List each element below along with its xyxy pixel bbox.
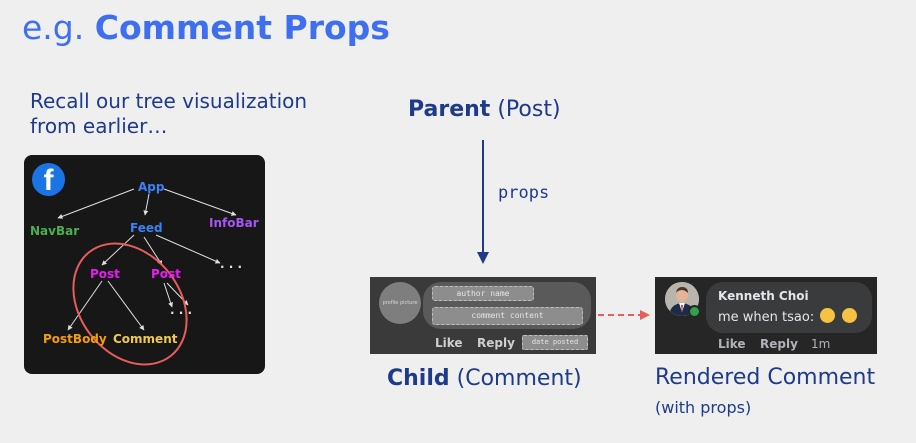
edge-app-infobar <box>163 188 237 216</box>
comment-content-field: comment content <box>432 307 583 325</box>
facebook-logo-icon: f <box>32 163 65 196</box>
title-prefix: e.g. <box>22 8 85 47</box>
edge-app-feed <box>143 193 150 216</box>
tree-edges <box>57 188 237 366</box>
recall-text: Recall our tree visualization from earli… <box>30 89 308 138</box>
avatar <box>665 282 699 316</box>
child-label-rest: (Comment) <box>456 366 582 391</box>
node-more: . . . <box>170 303 193 317</box>
edge-post2-more-a <box>163 282 173 308</box>
node-navbar: NavBar <box>30 224 80 238</box>
rendered-comment: Kenneth Choi me when tsao: Like Reply 1m <box>655 277 877 354</box>
rendered-comment-title: Rendered Comment <box>655 365 876 390</box>
props-arrow <box>477 140 489 264</box>
date-posted-field: date posted <box>522 335 588 350</box>
parent-label-bold: Parent <box>408 97 491 122</box>
comment-timestamp: 1m <box>811 337 831 351</box>
rendered-comment-subtitle: (with props) <box>655 398 752 417</box>
like-button[interactable]: Like <box>435 336 463 350</box>
node-postbody: PostBody <box>43 332 107 346</box>
comment-author[interactable]: Kenneth Choi <box>718 289 809 303</box>
node-post: Post <box>90 267 120 281</box>
comment-bubble-placeholder: author name comment content <box>423 282 591 329</box>
comment-wireframe: profile picture author name comment cont… <box>370 277 596 354</box>
edge-feed-more <box>155 234 221 264</box>
comment-text: me when tsao: <box>718 308 857 325</box>
slide-title: e.g. Comment Props <box>22 8 390 47</box>
parent-label: Parent (Post) <box>408 97 561 122</box>
render-arrow <box>598 310 650 320</box>
avatar-placeholder: profile picture <box>379 282 421 324</box>
comment-highlight-ellipse <box>72 242 188 366</box>
props-label: props <box>498 183 550 203</box>
edge-feed-post1 <box>101 234 135 266</box>
comment-text-body: me when tsao: <box>718 310 815 325</box>
like-button[interactable]: Like <box>718 337 746 351</box>
author-name-field: author name <box>432 286 534 301</box>
node-feed: Feed <box>130 221 163 235</box>
online-status-dot <box>688 305 701 318</box>
edge-app-navbar <box>57 188 135 219</box>
anxious-face-emoji-icon <box>820 308 836 323</box>
tree-visualization: f App NavBar Feed InfoBar Post Post . . … <box>24 155 265 374</box>
comment-bubble: Kenneth Choi me when tsao: <box>706 282 872 333</box>
node-app: App <box>138 180 165 194</box>
parent-label-rest: (Post) <box>497 97 561 122</box>
child-label: Child (Comment) <box>387 366 582 391</box>
edge-post-postbody <box>67 280 103 331</box>
edge-feed-post2 <box>143 236 163 266</box>
reply-button[interactable]: Reply <box>477 336 515 350</box>
node-more: . . . <box>220 257 243 271</box>
raised-eyebrow-emoji-icon <box>841 308 857 323</box>
node-post: Post <box>151 267 181 281</box>
reply-button[interactable]: Reply <box>760 337 798 351</box>
node-comment: Comment <box>113 332 178 346</box>
edge-post-comment <box>107 280 145 331</box>
node-infobar: InfoBar <box>209 216 259 230</box>
title-main: Comment Props <box>94 8 390 47</box>
child-label-bold: Child <box>387 366 450 391</box>
